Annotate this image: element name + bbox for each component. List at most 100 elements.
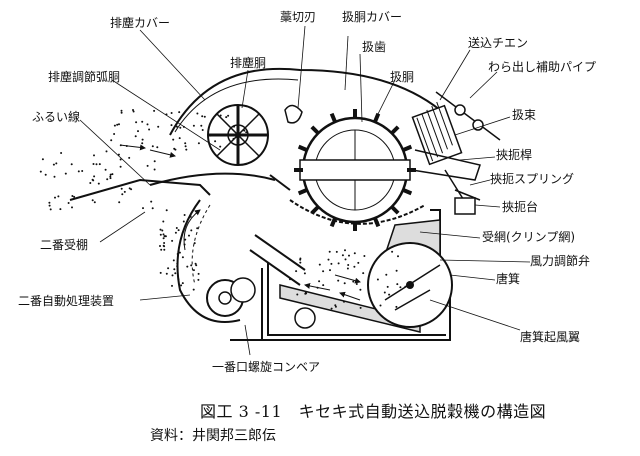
grain-dot xyxy=(176,262,179,265)
grain-dot xyxy=(106,178,109,181)
grain-dot xyxy=(163,248,166,251)
grain-dot xyxy=(189,215,192,218)
grain-dot xyxy=(172,138,175,141)
grain-dot xyxy=(289,278,291,281)
grain-dot xyxy=(120,109,123,112)
grain-dot xyxy=(71,195,74,197)
grain-dot xyxy=(180,284,183,287)
grain-dot xyxy=(219,114,222,117)
grain-dot xyxy=(73,195,76,198)
grain-dot xyxy=(192,288,195,291)
grain-dot xyxy=(329,269,331,272)
grain-dot xyxy=(93,175,96,178)
label-sieve-wire: ふるい線 xyxy=(32,110,81,124)
grain-dot xyxy=(159,245,161,247)
grain-dot xyxy=(159,233,162,236)
grain-dot xyxy=(388,293,391,296)
grain-dot xyxy=(171,239,174,242)
threshing-tooth xyxy=(297,188,308,196)
label-first-conveyor: 一番口螺旋コンベア xyxy=(212,360,321,374)
grain-dot xyxy=(141,120,144,123)
label-bundle: 扱束 xyxy=(512,108,537,122)
grain-dot xyxy=(170,112,173,114)
grain-dot xyxy=(359,306,362,309)
figure-caption: 図工 3 -11 キセキ式自動送込脱穀機の構造図 xyxy=(200,402,547,421)
grain-dot xyxy=(404,285,407,288)
grain-dot xyxy=(116,123,119,126)
grain-dot xyxy=(299,257,302,260)
straw-cutter-shape xyxy=(284,104,303,124)
label-exhaust-cover: 排塵カバー xyxy=(110,16,171,30)
grain-dot xyxy=(110,139,113,142)
grain-dot xyxy=(197,272,200,275)
label-fan-blades: 唐箕起風翼 xyxy=(520,330,581,344)
grain-dot xyxy=(163,235,166,238)
grain-dot xyxy=(330,262,333,265)
grain-dot xyxy=(153,160,156,163)
grain-dot xyxy=(113,124,116,127)
grain-dot xyxy=(175,125,178,128)
grain-dot xyxy=(341,254,344,257)
grain-particles xyxy=(39,109,407,310)
feed-chain-shape xyxy=(411,91,501,215)
grain-dot xyxy=(165,209,168,212)
grain-dot xyxy=(59,208,62,211)
exhaust-drum-shape xyxy=(207,104,269,166)
grain-dot xyxy=(71,206,73,209)
grain-dot xyxy=(162,237,165,240)
grain-dot xyxy=(146,164,149,167)
exhaust-cover-shape xyxy=(169,67,441,136)
grain-dot xyxy=(299,261,302,264)
grain-dot xyxy=(121,193,124,196)
grain-dot xyxy=(128,187,131,190)
grain-dot xyxy=(178,111,181,114)
grain-dot xyxy=(55,162,58,165)
grain-dot xyxy=(92,163,95,165)
grain-dot xyxy=(93,201,96,204)
threshing-tooth xyxy=(329,112,337,123)
grain-dot xyxy=(335,250,338,253)
grain-dot xyxy=(330,307,333,310)
grain-dot xyxy=(142,207,144,210)
grain-dot xyxy=(227,114,230,117)
grain-dot xyxy=(41,158,44,161)
grain-dot xyxy=(235,136,238,139)
grain-dot xyxy=(93,154,95,157)
grain-dot xyxy=(44,173,47,176)
grain-dot xyxy=(383,291,386,294)
grain-dot xyxy=(120,111,123,114)
threshing-tooth xyxy=(402,144,413,152)
grain-dot xyxy=(162,244,165,247)
label-threshing-drum-cover: 扱胴カバー xyxy=(342,10,403,24)
grain-dot xyxy=(219,145,222,148)
grain-dot xyxy=(353,265,356,268)
grain-dot xyxy=(203,115,206,118)
grain-dot xyxy=(151,207,154,210)
grain-dot xyxy=(167,267,170,270)
grain-dot xyxy=(337,279,340,282)
first-conveyor-shape xyxy=(294,307,316,329)
grain-dot xyxy=(328,250,331,253)
grain-dot xyxy=(245,131,248,134)
grain-dot xyxy=(97,182,100,185)
figure-source: 資料：井関邦三郎伝 xyxy=(150,428,276,444)
grain-dot xyxy=(232,137,235,140)
grain-dot xyxy=(318,280,321,283)
grain-dot xyxy=(386,285,389,288)
grain-dot xyxy=(91,199,94,202)
grain-dot xyxy=(391,250,394,253)
threshing-drum-shape xyxy=(299,116,411,224)
grain-dot xyxy=(296,293,299,296)
grain-dot xyxy=(146,123,149,126)
grain-dot xyxy=(322,270,325,273)
grain-dot xyxy=(134,135,137,138)
grain-dot xyxy=(186,265,189,268)
grain-dot xyxy=(172,259,175,262)
grain-dot xyxy=(200,124,203,127)
grain-dot xyxy=(111,173,114,176)
grain-dot xyxy=(348,254,350,257)
grain-dot xyxy=(125,145,128,147)
grain-dot xyxy=(363,255,366,257)
grain-dot xyxy=(334,304,337,307)
